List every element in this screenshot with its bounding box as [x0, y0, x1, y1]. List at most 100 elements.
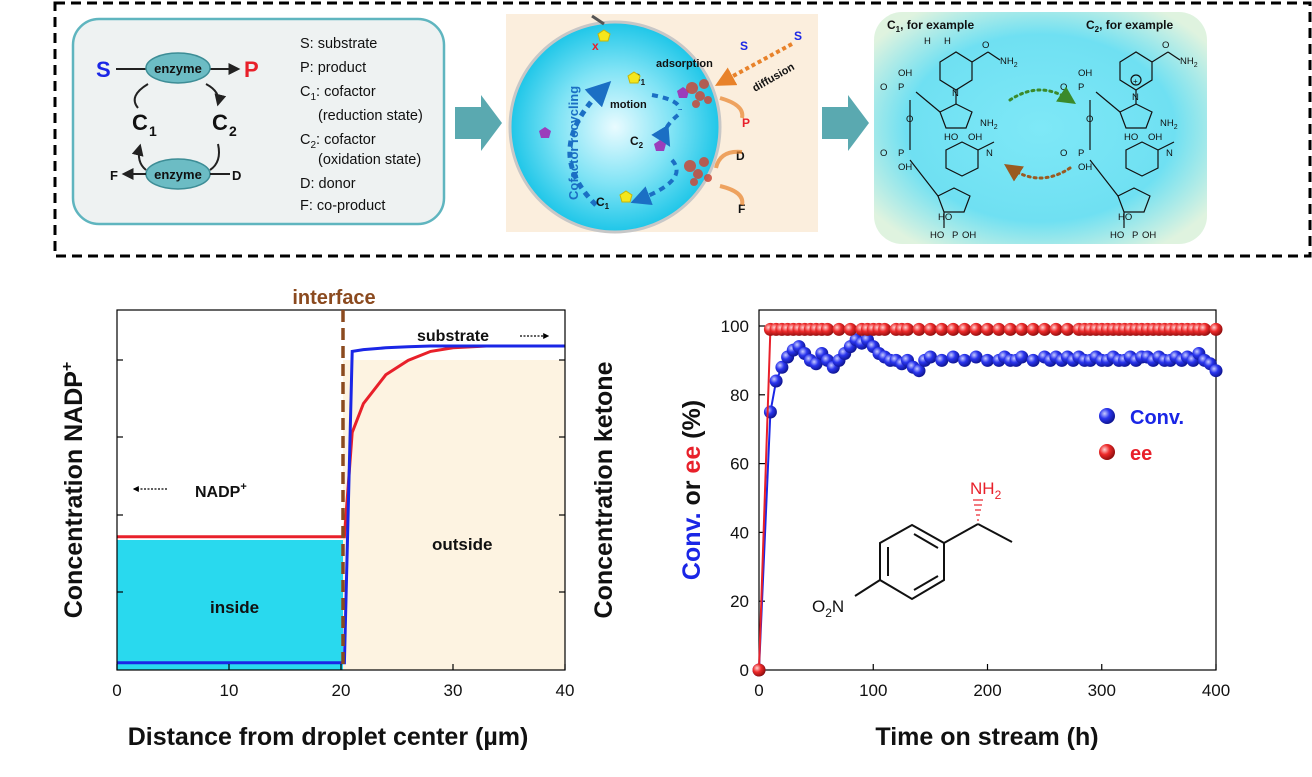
right-series-point-0 [912, 364, 926, 378]
left-xlabel: Distance from droplet center (µm) [128, 723, 529, 751]
svg-text:NH2: NH2 [1160, 118, 1178, 131]
right-series-point-1 [1049, 322, 1063, 336]
svg-text:NH2: NH2 [1000, 56, 1018, 69]
svg-text:P: P [1078, 148, 1084, 159]
green-dotted-arrow [1008, 86, 1076, 104]
left-x-tick-label: 10 [220, 681, 239, 700]
right-x-tick-label: 200 [973, 681, 1001, 700]
right-series-point-1 [1038, 322, 1052, 336]
svg-text:OH: OH [898, 162, 912, 173]
svg-text:C2: cofactor: C2: cofactor [300, 132, 376, 151]
svg-text:HO: HO [938, 212, 952, 223]
svg-text:P: product: P: product [300, 60, 366, 76]
left-ylabel: Concentration NADP+ [59, 362, 88, 619]
svg-text:D: D [736, 149, 745, 163]
left-chart-y-ticks [117, 359, 565, 593]
left-x-tick-label: 20 [332, 681, 351, 700]
svg-text:C1: cofactor: C1: cofactor [300, 84, 376, 103]
svg-text:O: O [880, 148, 887, 159]
right-series-point-1 [1026, 322, 1040, 336]
right-series-point-0 [775, 360, 789, 374]
svg-text:S: substrate: S: substrate [300, 36, 377, 52]
svg-text:C2, for example: C2, for example [1086, 18, 1173, 34]
svg-text:x: x [592, 39, 599, 53]
right-series-point-1 [821, 322, 834, 336]
svg-text:N: N [1132, 92, 1139, 103]
p1-p: P [244, 57, 259, 82]
right-series-point-1 [969, 322, 983, 336]
svg-text:P: P [1132, 230, 1138, 241]
right-series-point-1 [1003, 322, 1017, 336]
right-chart-series [752, 322, 1223, 677]
brown-dotted-arrow [1004, 164, 1072, 182]
arrow-right-1 [455, 95, 502, 151]
substrate-label: substrate [417, 328, 489, 345]
svg-text:O: O [1060, 148, 1067, 159]
svg-text:NH2: NH2 [980, 118, 998, 131]
svg-text:OH: OH [1078, 68, 1092, 79]
right-series-point-1 [843, 322, 857, 336]
p1-f: F [110, 168, 118, 183]
left-x-tick-label: 30 [444, 681, 463, 700]
svg-text:HO: HO [930, 230, 944, 241]
right-series-point-1 [923, 322, 937, 336]
svg-text:P: P [898, 148, 904, 159]
right-series-point-1 [1198, 322, 1212, 336]
svg-text:O: O [1162, 40, 1169, 51]
svg-text:O: O [1060, 82, 1067, 93]
svg-text:C2: C2 [630, 134, 644, 150]
svg-text:+: + [1133, 77, 1138, 86]
right-x-tick-label: 100 [859, 681, 887, 700]
p1-c1-sub: 1 [149, 123, 157, 139]
right-x-tick-label: 300 [1088, 681, 1116, 700]
arrow-right-2 [822, 95, 869, 151]
p1-s: S [96, 57, 111, 82]
p1-legend: S: substrate P: product C1: cofactor (re… [300, 36, 423, 214]
svg-text:(reduction state): (reduction state) [318, 108, 423, 124]
right-series-point-0 [946, 350, 960, 364]
svg-text:HO: HO [1118, 212, 1132, 223]
svg-text:C1, for example: C1, for example [887, 18, 974, 34]
svg-text:S: S [794, 29, 802, 43]
legend-ee-label: ee [1130, 443, 1152, 465]
enzyme-top-ellipse [145, 52, 211, 84]
right-series-point-0 [935, 353, 949, 367]
nadp-label: NADP [195, 484, 241, 501]
chart-concentration-profile: interface substrate NADP+ outside inside… [59, 287, 618, 751]
right-series-point-1 [958, 322, 972, 336]
right-x-tick-label: 0 [754, 681, 763, 700]
svg-text:OH: OH [962, 230, 976, 241]
right-y-tick-label: 0 [740, 661, 749, 680]
svg-text:HO: HO [1110, 230, 1124, 241]
legend-ee-marker [1099, 444, 1115, 460]
droplet-sphere [508, 20, 722, 234]
left-series-line-1 [117, 344, 565, 665]
svg-text:OH: OH [968, 132, 982, 143]
svg-text:F: F [738, 202, 745, 216]
top-dashed-frame [53, 1, 1312, 258]
p1-c1: C [132, 110, 148, 135]
svg-text:OH: OH [1142, 230, 1156, 241]
right-series-point-0 [1026, 353, 1040, 367]
svg-text:O: O [982, 40, 989, 51]
p1-c2: C [212, 110, 228, 135]
panel-enzyme-cycle: S P enzyme C 1 C 2 enzyme F D S: substra… [71, 17, 446, 226]
svg-text:OH: OH [898, 68, 912, 79]
right-chart-ylabel: Conv. or ee (%) [678, 400, 706, 580]
right-series-point-1 [901, 322, 914, 336]
svg-text:D: donor: D: donor [300, 176, 356, 192]
right-series-point-0 [809, 357, 823, 371]
right-series-point-1 [912, 322, 926, 336]
wedge-bond [973, 499, 983, 521]
right-series-point-0 [969, 350, 983, 364]
right-y-tick-label: 80 [730, 386, 749, 405]
svg-text:HO: HO [1124, 132, 1138, 143]
left-x-tick-label: 0 [112, 681, 121, 700]
svg-text:OH: OH [1148, 132, 1162, 143]
right-series-point-1 [752, 663, 766, 677]
inside-label: inside [210, 598, 259, 617]
panel-cofactor-structures: C1, for example C2, for example [874, 12, 1207, 244]
